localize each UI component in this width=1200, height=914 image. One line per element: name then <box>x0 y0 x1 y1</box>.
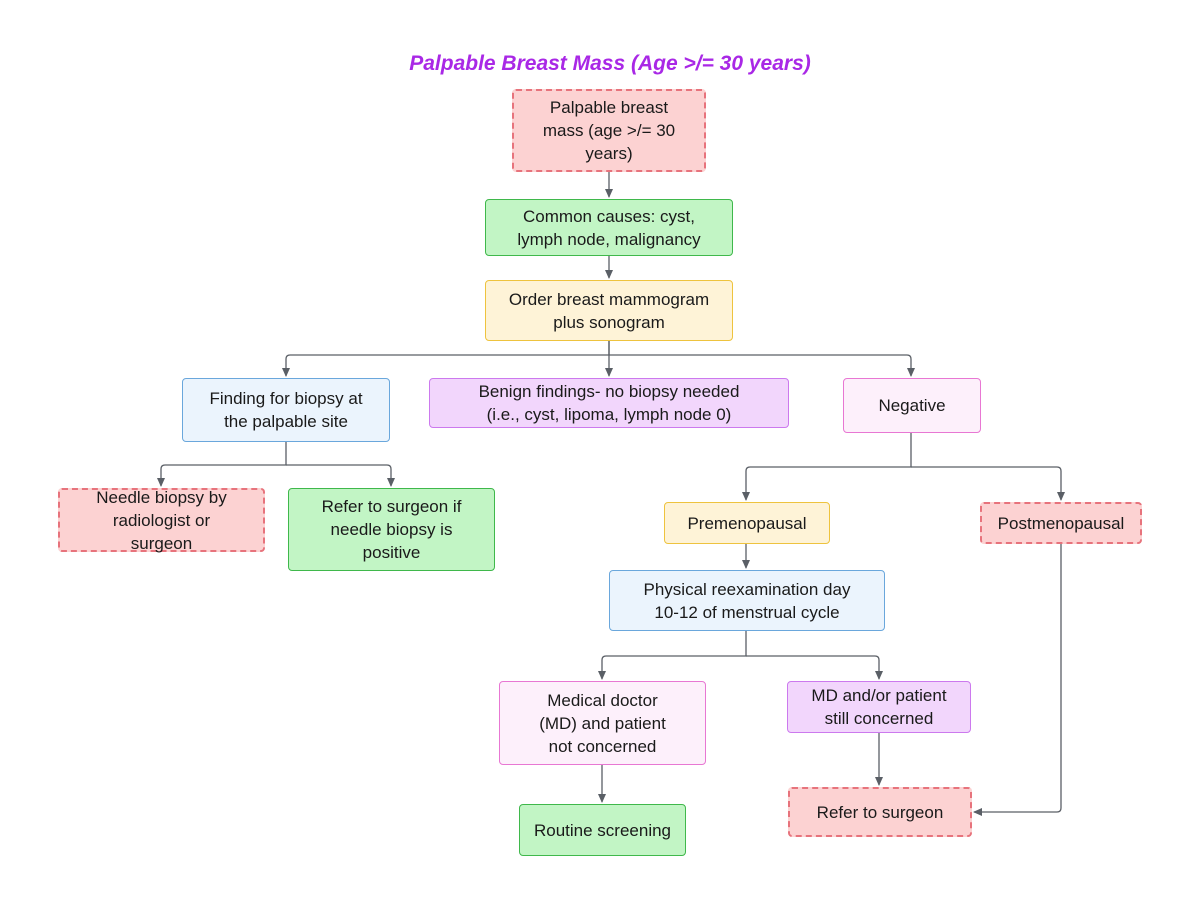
edge-physical-reexam-to-md-not-concerned <box>598 631 747 680</box>
node-physical-reexamination: Physical reexamination day 10-12 of mens… <box>609 570 885 631</box>
edge-order-mammogram-to-negative <box>609 354 915 377</box>
edge-finding-biopsy-to-refer-if-positive <box>286 464 395 487</box>
node-negative: Negative <box>843 378 981 433</box>
node-needle-biopsy: Needle biopsy by radiologist or surgeon <box>58 488 265 553</box>
node-order-mammogram: Order breast mammogram plus sonogram <box>485 280 733 341</box>
node-refer-to-surgeon: Refer to surgeon <box>788 787 972 837</box>
node-benign-findings: Benign findings- no biopsy needed (i.e.,… <box>429 378 789 428</box>
node-postmenopausal: Postmenopausal <box>980 502 1142 544</box>
node-md-not-concerned: Medical doctor (MD) and patient not conc… <box>499 681 706 765</box>
node-md-concerned: MD and/or patient still concerned <box>787 681 971 733</box>
node-palpable-breast-mass: Palpable breast mass (age >/= 30 years) <box>512 89 706 172</box>
edge-negative-to-postmenopausal <box>911 466 1065 501</box>
edge-order-mammogram-to-finding-biopsy <box>282 341 610 377</box>
node-routine-screening: Routine screening <box>519 804 686 856</box>
node-premenopausal: Premenopausal <box>664 502 830 544</box>
diagram-title: Palpable Breast Mass (Age >/= 30 years) <box>409 52 811 75</box>
edge-negative-to-premenopausal <box>742 433 912 501</box>
node-common-causes: Common causes: cyst, lymph node, maligna… <box>485 199 733 256</box>
node-finding-for-biopsy: Finding for biopsy at the palpable site <box>182 378 390 442</box>
edge-postmenopausal-to-refer-to-surgeon <box>973 544 1062 816</box>
edge-physical-reexam-to-md-concerned <box>746 655 883 680</box>
edge-finding-biopsy-to-needle-biopsy <box>157 442 287 487</box>
node-refer-if-positive: Refer to surgeon if needle biopsy is pos… <box>288 488 495 571</box>
